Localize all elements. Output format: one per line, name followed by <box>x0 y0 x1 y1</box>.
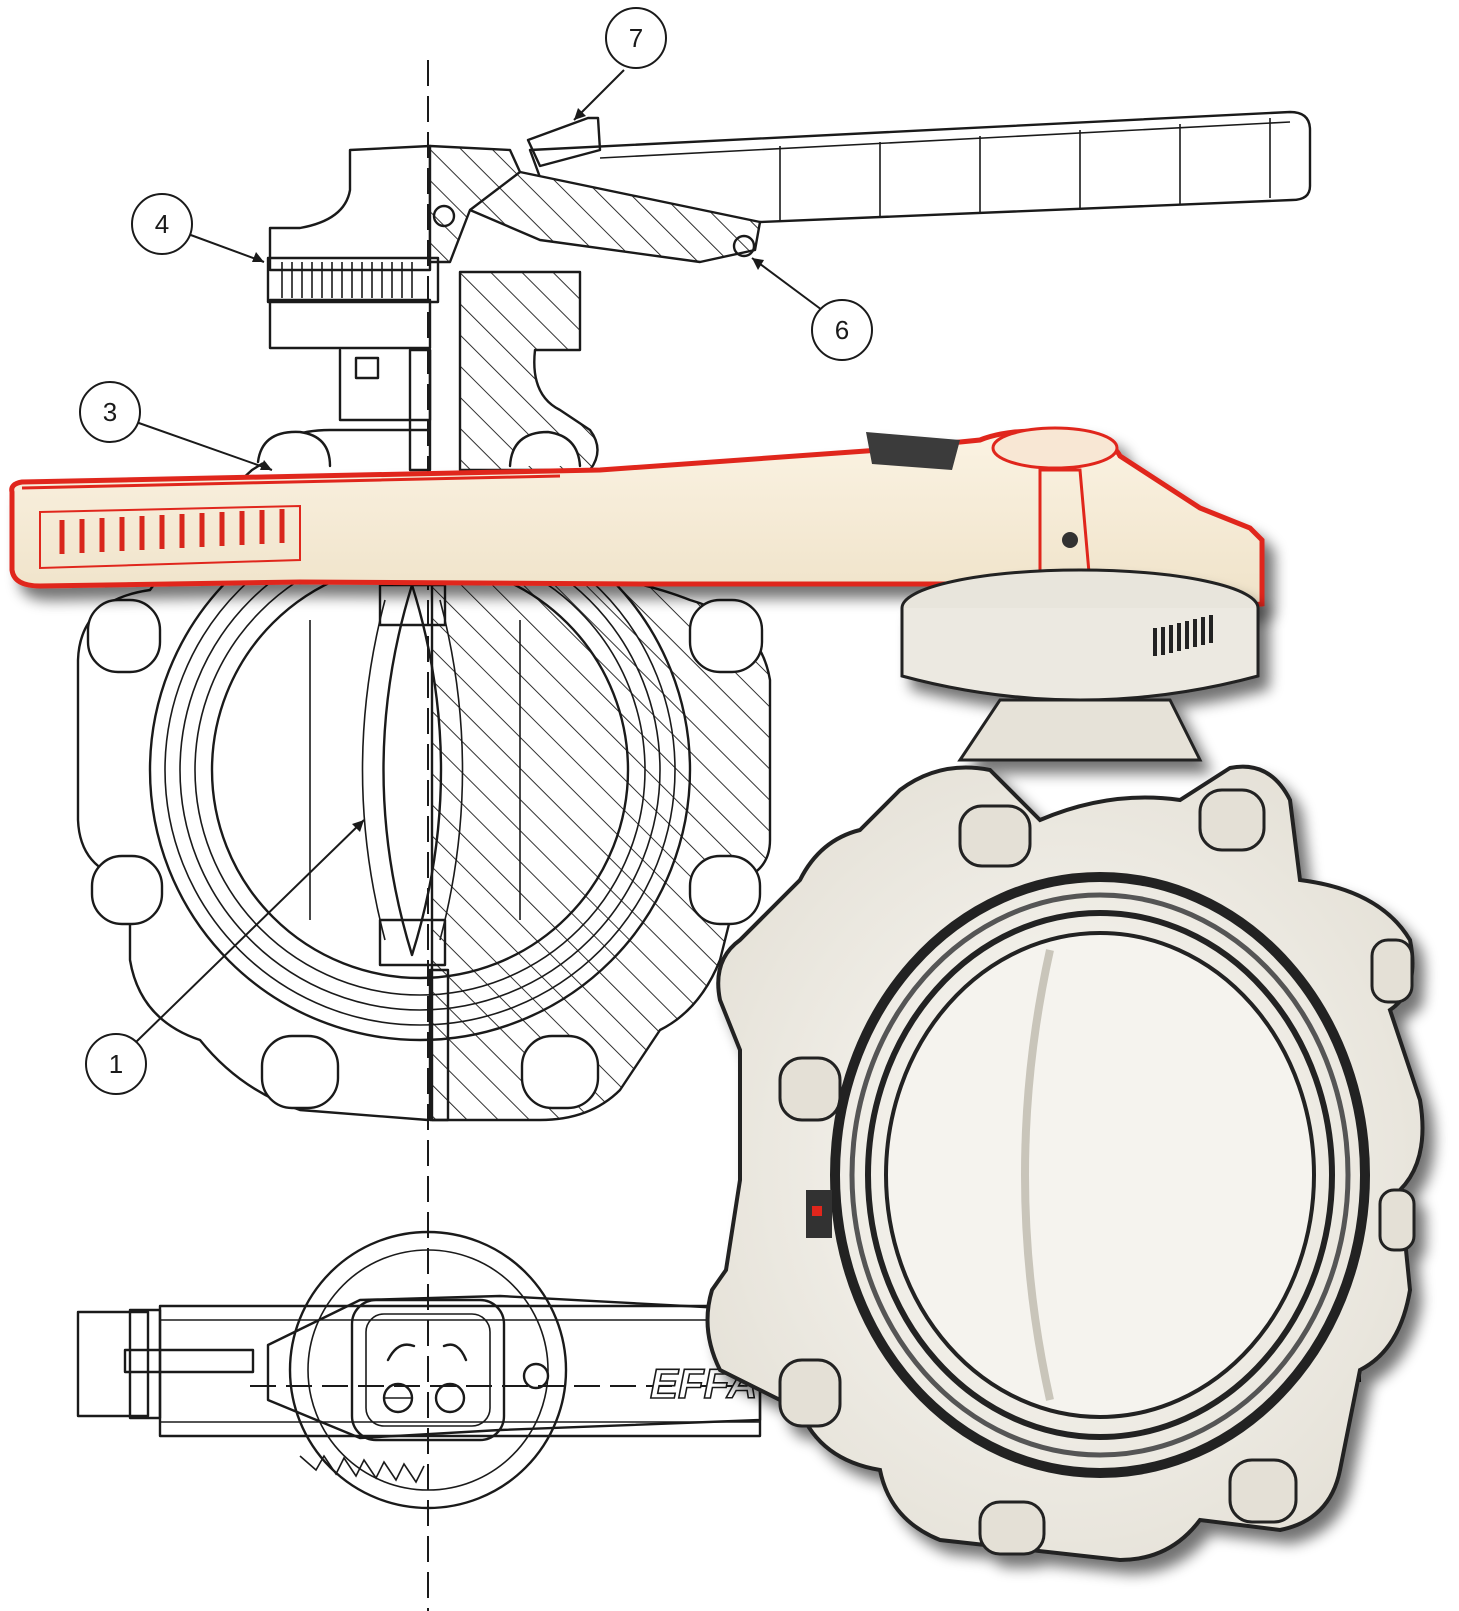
callout-3: 3 <box>79 381 141 443</box>
svg-text:4: 4 <box>155 209 169 239</box>
top-section-drawing <box>266 110 1312 472</box>
svg-text:1: 1 <box>109 1049 123 1079</box>
svg-text:7: 7 <box>629 23 643 53</box>
callout-4: 4 <box>131 193 193 255</box>
body-section-drawing <box>76 428 772 1122</box>
callout-1: 1 <box>85 1033 147 1095</box>
valve-body-photo <box>705 568 1425 1563</box>
callouts: 7 4 6 3 1 <box>79 7 873 1095</box>
callout-7: 7 <box>605 7 667 69</box>
callout-6: 6 <box>811 299 873 361</box>
handle-photo <box>9 426 1265 611</box>
svg-text:6: 6 <box>835 315 849 345</box>
svg-text:3: 3 <box>103 397 117 427</box>
